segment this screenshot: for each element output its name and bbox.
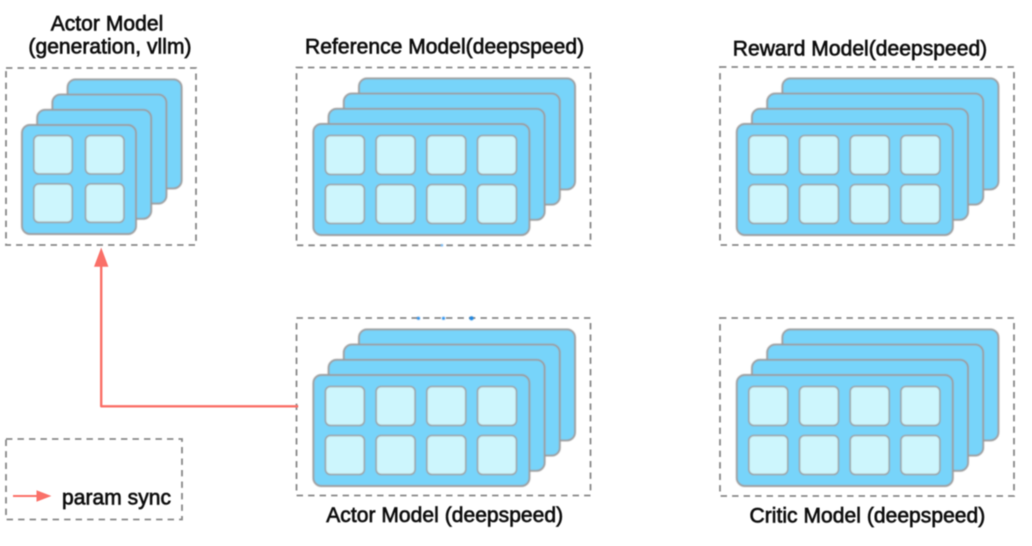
svg-text:param sync: param sync bbox=[62, 487, 171, 510]
svg-text:(generation, vllm): (generation, vllm) bbox=[28, 35, 191, 58]
svg-text:Reference Model(deepspeed): Reference Model(deepspeed) bbox=[305, 35, 584, 58]
svg-text:Reward Model(deepspeed): Reward Model(deepspeed) bbox=[733, 38, 987, 61]
svg-text:Actor Model: Actor Model bbox=[51, 13, 164, 36]
svg-text:Critic Model (deepspeed): Critic Model (deepspeed) bbox=[749, 504, 985, 527]
svg-text:Actor Model (deepspeed): Actor Model (deepspeed) bbox=[326, 504, 563, 527]
